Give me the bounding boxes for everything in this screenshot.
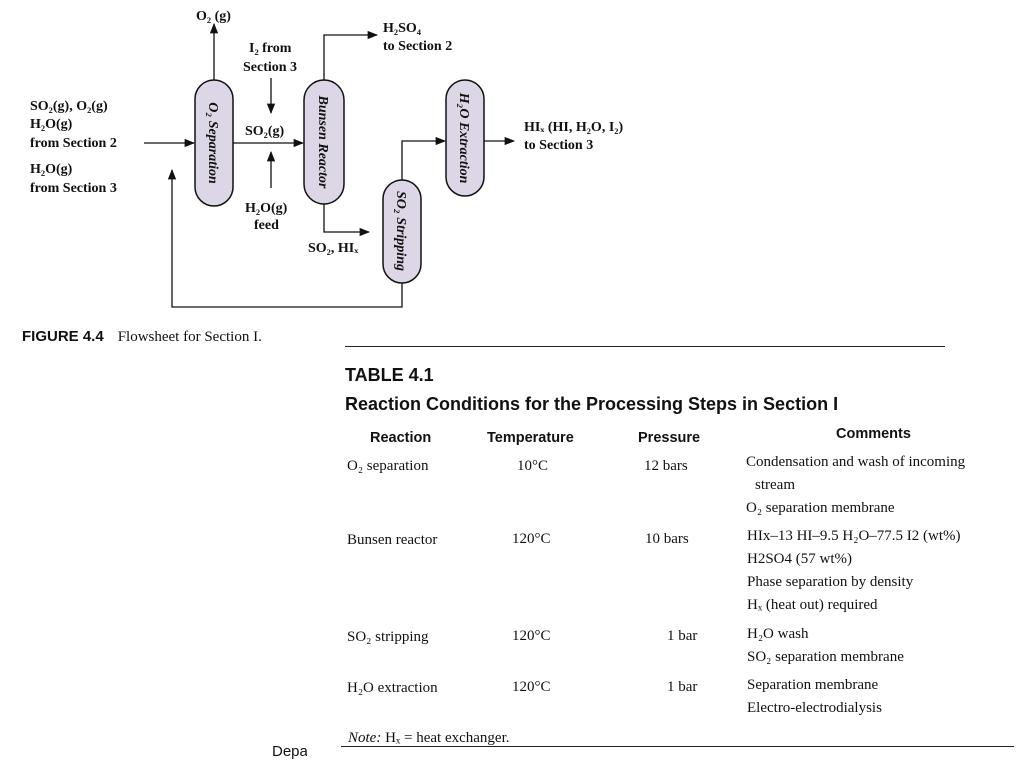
figure-caption-text: Flowsheet for Section I. [117, 329, 262, 345]
row-bunsen-pressure: 10 bars [645, 531, 689, 547]
page-footer-fragment: Depa [272, 743, 307, 760]
note-text: Hₓ = heat exchanger. [385, 730, 510, 746]
header-temperature: Temperature [487, 430, 574, 446]
o2-separation-label: O₂ Separation [205, 102, 220, 184]
row-so2-comments: H₂O wash SO₂ separation membrane [747, 623, 904, 669]
feed-label-1: H₂O(g) [245, 201, 288, 216]
hix-label-2: to Section 3 [524, 138, 593, 153]
i2-label-1: I₂ from [249, 41, 292, 56]
comment-line: H₂O wash [747, 626, 809, 642]
row-so2-reaction: SO₂ stripping [347, 629, 429, 645]
comment-line: Condensation and wash of incoming [746, 454, 966, 470]
row-so2-temperature: 120°C [512, 628, 551, 644]
row-o2-pressure: 12 bars [644, 458, 688, 474]
comment-line: Separation membrane [747, 677, 879, 693]
feed-label-2: feed [254, 218, 279, 233]
note-label: Note: [348, 730, 382, 746]
so2-hix-label: SO₂, HIₓ [308, 241, 359, 256]
inlet-label-3: from Section 2 [30, 136, 117, 151]
table-top-rule [345, 346, 945, 347]
row-h2o-temperature: 120°C [512, 679, 551, 695]
comment-line: H2SO4 (57 wt%) [747, 551, 852, 567]
row-h2o-reaction: H₂O extraction [347, 680, 438, 696]
h2o-extraction-label: H₂O Extraction [456, 92, 471, 184]
o2-outlet-label: O₂ (g) [196, 9, 231, 24]
table-number: TABLE 4.1 [345, 365, 434, 385]
inlet-label-4: H₂O(g) [30, 162, 73, 177]
stream-lines [144, 22, 516, 308]
inlet-label-2: H₂O(g) [30, 117, 73, 132]
row-bunsen-temperature: 120°C [512, 531, 551, 547]
i2-label-2: Section 3 [243, 60, 297, 75]
hix-label-1: HIₓ (HI, H₂O, I₂) [524, 120, 623, 135]
table-bottom-rule [341, 746, 1014, 747]
row-o2-comments: Condensation and wash of incoming stream… [746, 451, 965, 520]
bunsen-reactor-label: Bunsen Reactor [315, 95, 330, 190]
header-pressure: Pressure [638, 430, 701, 446]
inlet-label-5: from Section 3 [30, 181, 117, 196]
header-reaction: Reaction [370, 430, 432, 446]
comment-line: stream [755, 477, 795, 493]
figure-number: FIGURE 4.4 [22, 328, 104, 345]
row-so2-pressure: 1 bar [667, 628, 698, 644]
row-bunsen-reaction: Bunsen reactor [347, 532, 438, 548]
so2-mid-label: SO₂(g) [245, 124, 285, 139]
inlet-label-1: SO₂(g), O₂(g) [30, 99, 108, 114]
h2so4-label-1: H₂SO₄ [383, 21, 422, 36]
table-title: Reaction Conditions for the Processing S… [345, 394, 839, 414]
row-h2o-comments: Separation membrane Electro-electrodialy… [747, 674, 882, 720]
so2-stripping-label: SO₂ Stripping [393, 191, 408, 271]
comment-line: HIx–13 HI–9.5 H₂O–77.5 I2 (wt%) [747, 528, 961, 544]
row-o2-reaction: O₂ separation [347, 458, 429, 474]
flowsheet-diagram: O₂ Separation Bunsen Reactor SO₂ Strippi… [30, 9, 623, 308]
comment-line: O₂ separation membrane [746, 500, 895, 516]
table-note: Note: Hₓ = heat exchanger. [348, 730, 510, 747]
row-bunsen-comments: HIx–13 HI–9.5 H₂O–77.5 I2 (wt%) H2SO4 (5… [747, 525, 961, 617]
figure-caption: FIGURE 4.4 Flowsheet for Section I. [22, 328, 262, 346]
h2so4-label-2: to Section 2 [383, 39, 452, 54]
row-h2o-pressure: 1 bar [667, 679, 698, 695]
comment-line: Hₓ (heat out) required [747, 597, 878, 613]
comment-line: Phase separation by density [747, 574, 914, 590]
row-o2-temperature: 10°C [517, 458, 549, 474]
comment-line: SO₂ separation membrane [747, 649, 904, 665]
header-comments: Comments [836, 426, 911, 442]
comment-line: Electro-electrodialysis [747, 700, 882, 716]
